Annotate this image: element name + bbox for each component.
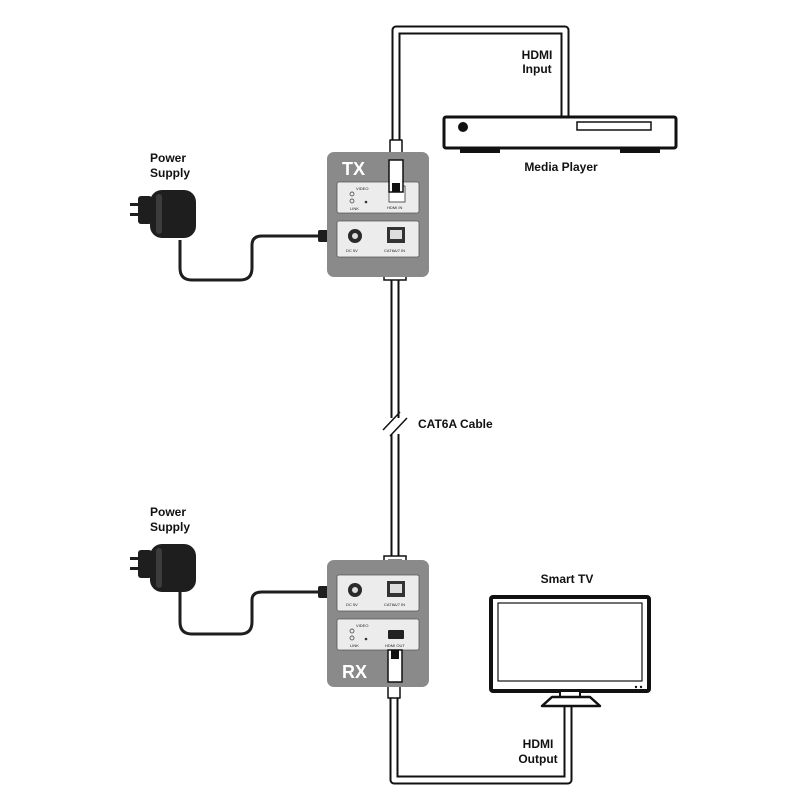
power-supply-bottom-label-line2: Supply (150, 520, 190, 534)
rx-link: LINK (350, 643, 359, 648)
hdmi-input-label: HDMI (522, 48, 553, 62)
power-cable-top (178, 234, 330, 282)
hdmi-output-label-line2: Output (518, 752, 557, 766)
cable-label: CAT6A Cable (418, 417, 493, 431)
tx-dc: DC 5V (346, 248, 358, 253)
rx-video: VIDEO (356, 623, 368, 628)
smart-tv-label: Smart TV (541, 572, 594, 586)
rx-cat-in: CAT6A/7 IN (384, 602, 405, 607)
rx-unit-label: RX (342, 662, 367, 682)
power-cable-bottom (178, 590, 330, 636)
cable-break-mark (382, 411, 401, 431)
rx-hdmi-out: HDMI OUT (385, 643, 405, 648)
power-supply-bottom-label: Power (150, 505, 186, 519)
tx-unit: TX VIDEO LINK HDMI IN DC 5V CAT6A/7 IN (327, 152, 429, 277)
tx-hdmi-in: HDMI IN (387, 205, 402, 210)
tx-unit-label: TX (342, 159, 365, 179)
tx-video: VIDEO (356, 186, 368, 191)
rx-unit: DC 5V CAT6A/7 IN VIDEO LINK HDMI OUT RX (327, 560, 429, 687)
hdmi-output-label: HDMI (523, 737, 554, 751)
rx-front-panel (336, 618, 420, 651)
smart-tv-icon (489, 595, 651, 708)
tx-cat-in: CAT6A/7 IN (384, 248, 405, 253)
power-supply-top-label-line2: Supply (150, 166, 190, 180)
media-player-icon (442, 115, 678, 153)
hdmi-input-label-line2: Input (522, 62, 551, 76)
media-player-label: Media Player (524, 160, 598, 174)
cat6a-cable (382, 249, 408, 585)
power-adapter-bottom-icon (130, 544, 196, 592)
power-adapter-top-icon (130, 190, 196, 238)
power-supply-top-label: Power (150, 151, 186, 165)
rx-hdmi-port-icon (388, 630, 404, 639)
tx-link: LINK (350, 206, 359, 211)
rx-dc: DC 5V (346, 602, 358, 607)
